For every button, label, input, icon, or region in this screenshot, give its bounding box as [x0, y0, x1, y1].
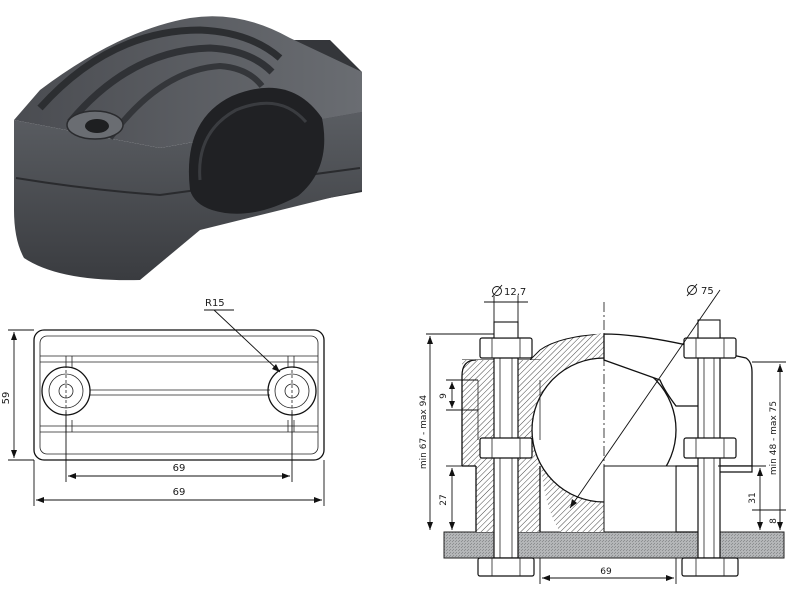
- dim-9-label: 9: [439, 393, 449, 399]
- right-top-nut: [683, 337, 737, 359]
- dim-69-outer-label: 69: [173, 487, 186, 498]
- dim-69-bottom-label: 69: [600, 567, 612, 577]
- dim-8-label: 8: [769, 518, 779, 524]
- cleat-bolt-hole: [85, 119, 109, 133]
- dia-cable-label: 75: [701, 286, 714, 297]
- dim-27-label: 27: [439, 494, 449, 505]
- left-top-bolt-tip: [493, 321, 519, 339]
- right-top-bolt-tip: [697, 319, 721, 339]
- cable-cleat-render: [14, 16, 362, 281]
- right-mid-nut: [683, 437, 737, 459]
- left-mid-nut: [479, 437, 533, 459]
- r15-label: R15: [205, 298, 225, 309]
- top-view-drawing: R15 59 69 69: [1, 298, 325, 506]
- left-top-nut: [479, 337, 533, 359]
- section-view-drawing: 12,7 75 min 67 - max 94 9 27 min 48 - ma…: [419, 283, 786, 584]
- dia-cable-leader: [569, 289, 721, 509]
- dia-bolt-label: 12,7: [504, 287, 526, 298]
- height-range-inner-label: min 48 - max 75: [769, 401, 779, 475]
- dim-69-inner-label: 69: [173, 463, 186, 474]
- height-range-outer-label: min 67 - max 94: [419, 395, 429, 469]
- cleat-rib-3: [107, 62, 265, 140]
- diameter-symbol-bolt: [492, 286, 502, 296]
- cleat-rib-1: [37, 26, 283, 111]
- cleat-bore-highlight: [198, 101, 308, 181]
- right-bottom-nut: [681, 557, 739, 577]
- dim-31-label: 31: [748, 492, 758, 503]
- left-bottom-nut: [477, 557, 535, 577]
- top-view-outline: [33, 329, 325, 461]
- top-view-inner-outline: [39, 335, 319, 455]
- cleat-rib-2: [67, 44, 275, 125]
- dim-59-label: 59: [1, 392, 12, 405]
- diameter-symbol-cable: [687, 285, 697, 295]
- cleat-seam: [15, 167, 361, 197]
